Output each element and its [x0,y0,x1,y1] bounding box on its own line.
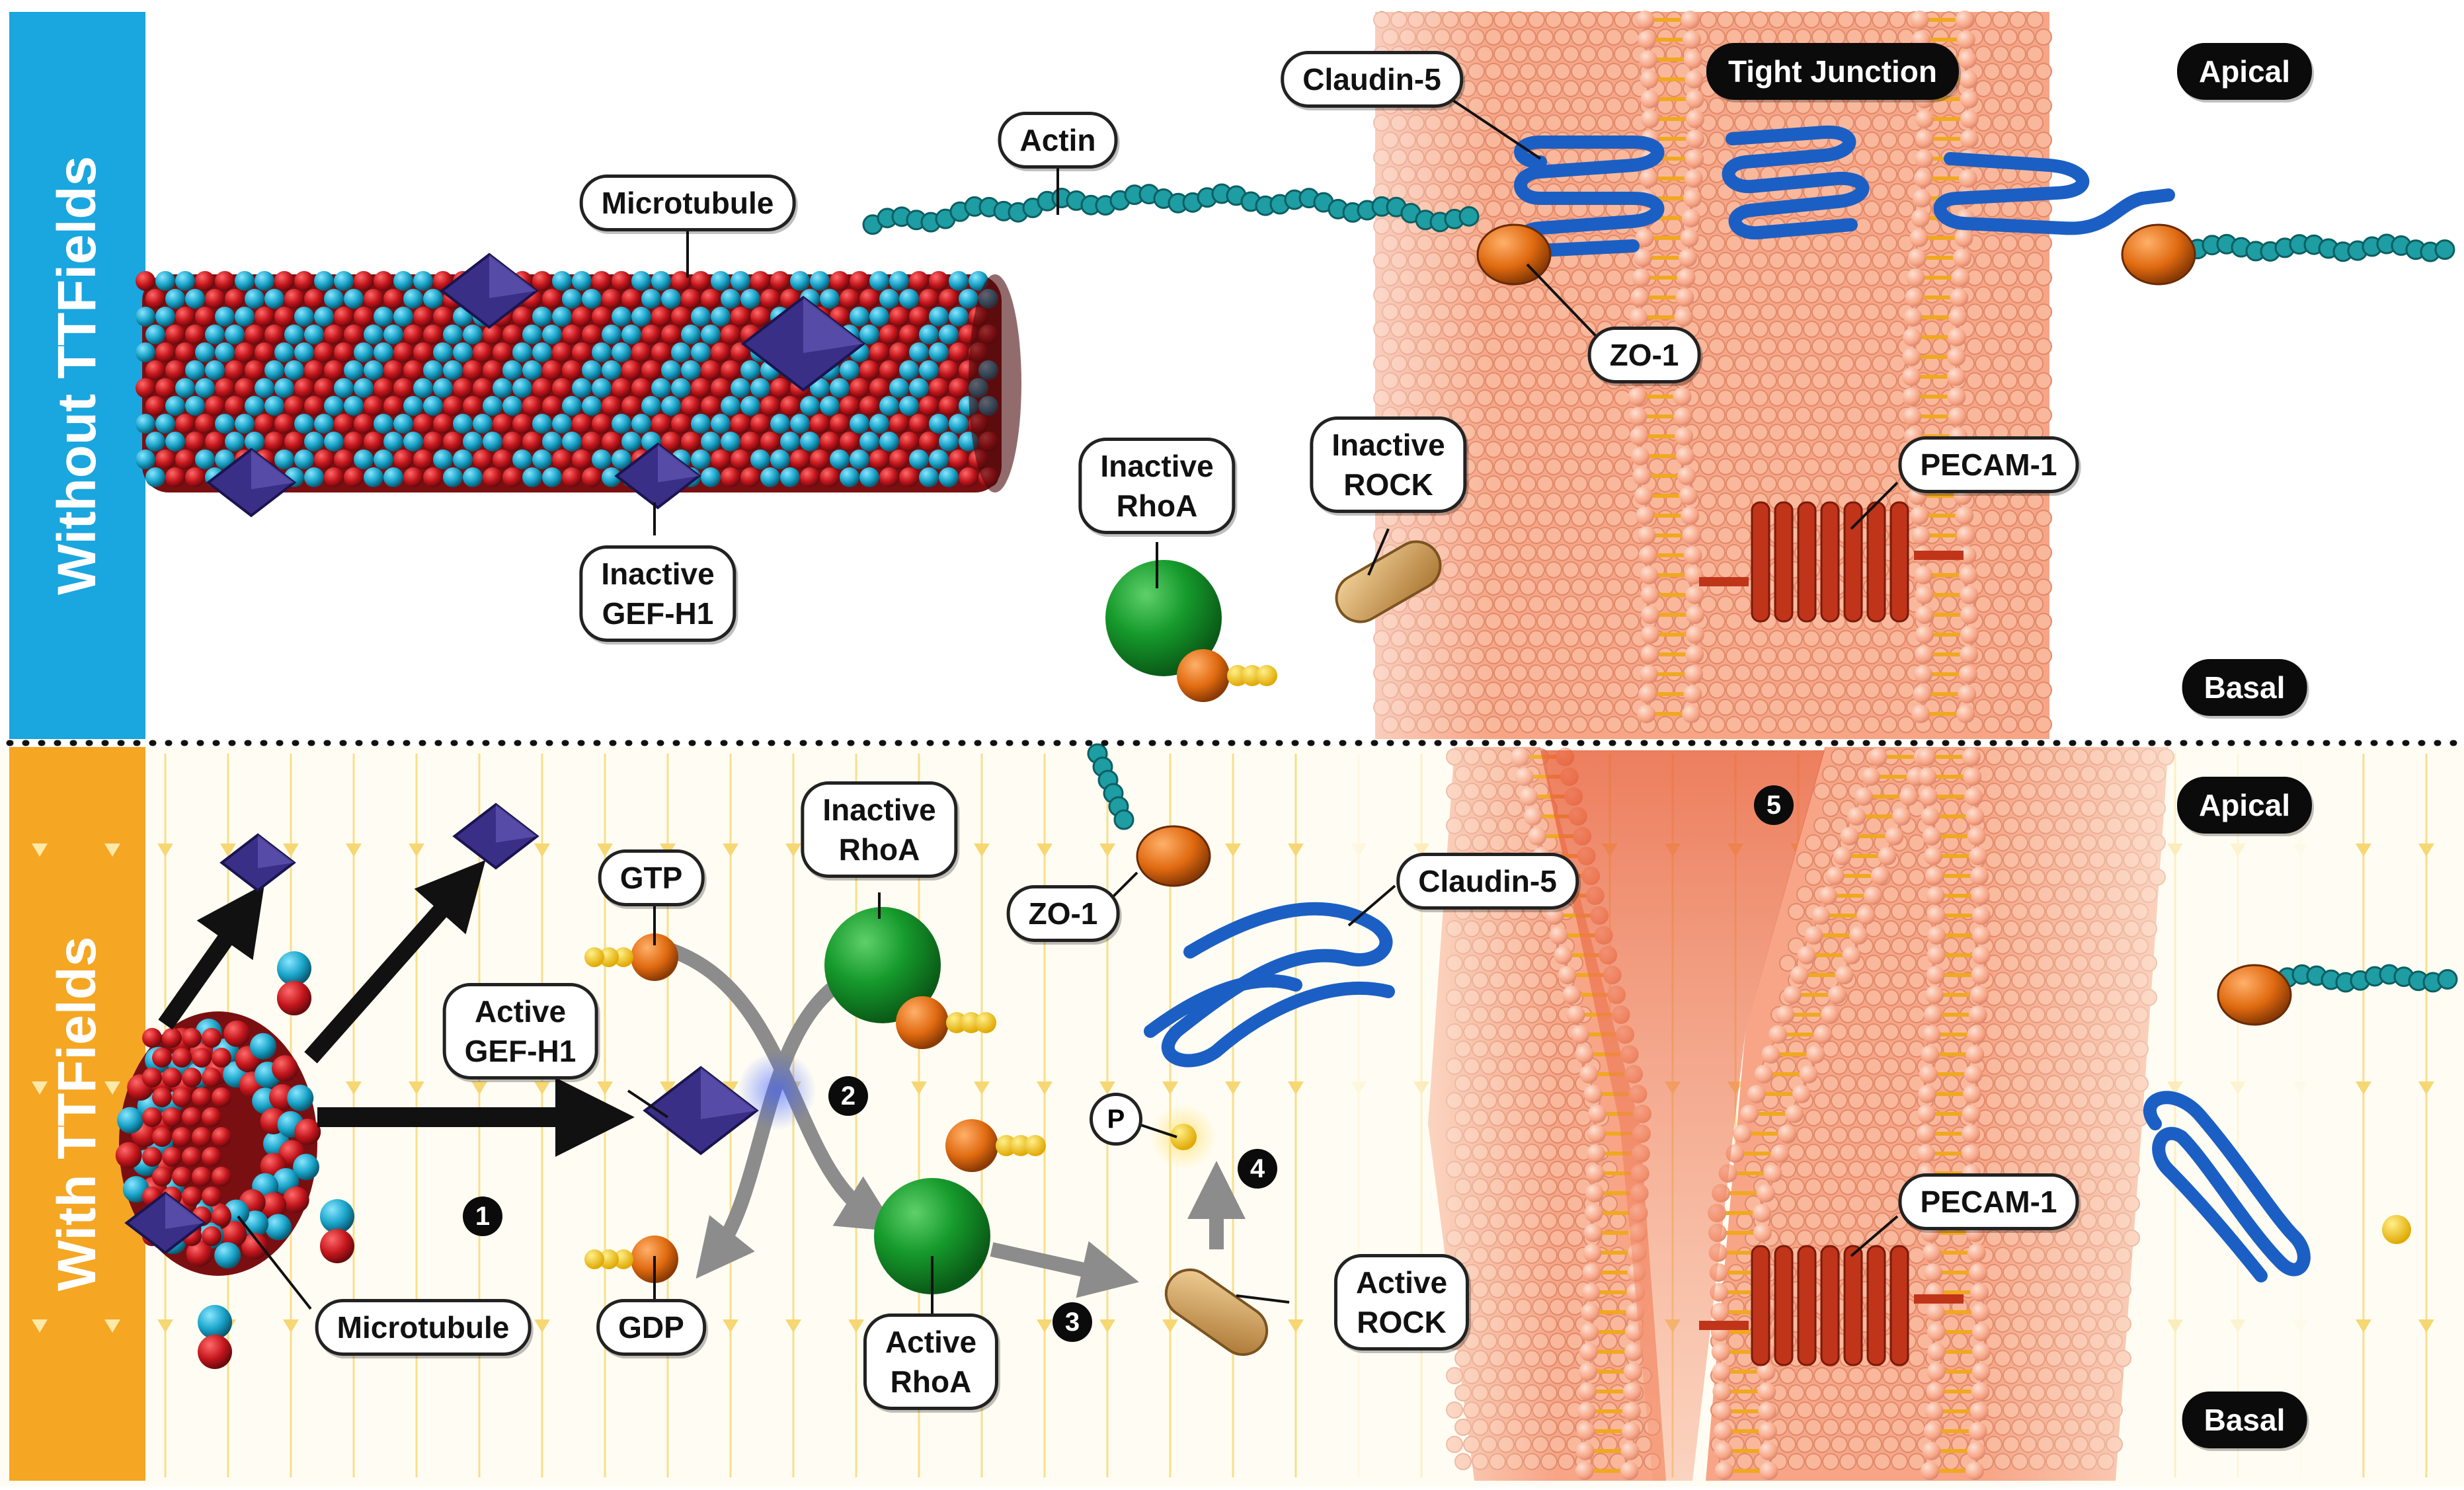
label-claudin5-bottom: Claudin-5 [1396,853,1579,910]
step-5-marker: 5 [1754,785,1794,825]
label-inactive-rock: Inactive ROCK [1310,416,1467,513]
label-active-rhoa: Active RhoA [863,1314,999,1410]
label-inactive-rhoa-bottom: Inactive RhoA [801,781,958,878]
label-claudin5-top: Claudin-5 [1281,51,1463,108]
label-leader-lines [237,98,1899,1322]
label-zo1-top: ZO-1 [1587,327,1701,383]
label-basal-bottom: Basal [2182,1392,2307,1448]
gef-h1-proteins [124,253,866,1255]
signaling-molecules [584,223,2411,1356]
label-actin-top: Actin [998,112,1118,169]
label-pecam1-bottom: PECAM-1 [1898,1173,2079,1230]
step-3-marker: 3 [1053,1302,1092,1342]
label-pecam1-top: PECAM-1 [1898,436,2079,493]
microtubule-intact [136,271,1021,492]
label-phosphate: P [1090,1093,1142,1146]
label-gdp: GDP [596,1299,706,1356]
step-4-marker: 4 [1238,1149,1277,1189]
without-ttfields-label: Without TTFields [47,155,107,596]
label-active-gef-h1: Active GEF-H1 [442,983,598,1079]
step-2-marker: 2 [828,1076,868,1116]
pecam-1-proteins [1699,501,1964,1366]
label-basal-top: Basal [2182,659,2307,716]
top-sidebar [9,12,145,739]
label-gtp: GTP [598,849,705,906]
with-ttfields-label: With TTFields [47,936,107,1292]
label-apical-bottom: Apical [2176,777,2313,834]
label-zo1-bottom: ZO-1 [1006,885,1120,942]
label-tight-junction: Tight Junction [1706,43,1960,100]
microtubule-depolymerized [115,951,354,1369]
label-active-rock: Active ROCK [1333,1254,1470,1351]
label-microtubule-top: Microtubule [579,175,796,231]
label-inactive-gef-h1: Inactive GEF-H1 [579,545,736,642]
label-inactive-rhoa-top: Inactive RhoA [1078,438,1236,534]
step-1-marker: 1 [463,1196,502,1236]
label-apical-top: Apical [2176,43,2313,100]
label-microtubule-bottom: Microtubule [315,1299,532,1356]
